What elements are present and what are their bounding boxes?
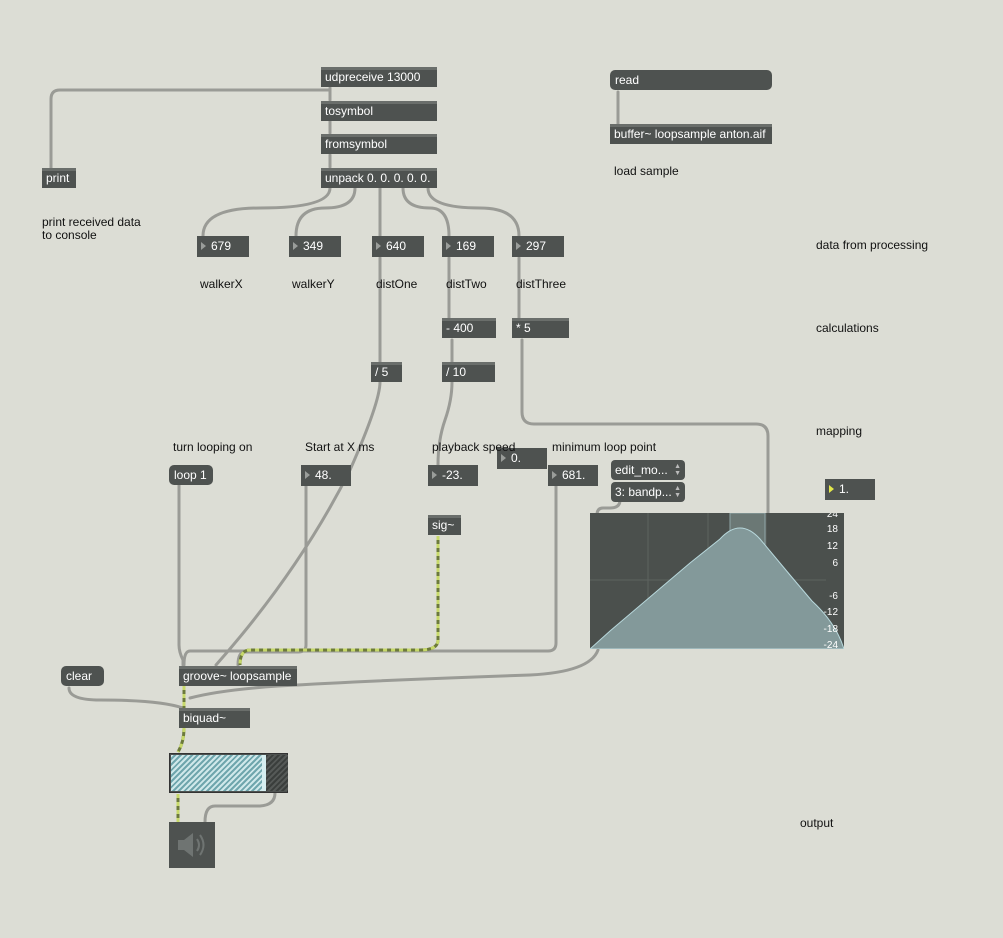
fromsymbol-label: fromsymbol <box>325 137 388 151</box>
tosymbol-label: tosymbol <box>325 104 374 118</box>
edit-mode-menu[interactable]: edit_mo... ▲▼ <box>611 460 685 480</box>
walkerX-comment: walkerX <box>200 277 243 291</box>
db-label: -6 <box>829 591 838 602</box>
zero-number[interactable]: 0. <box>497 448 547 469</box>
gain-slider-fill <box>171 755 262 791</box>
walkerY-value: 349 <box>303 239 324 253</box>
distTwo-comment: distTwo <box>446 277 487 291</box>
load-sample-comment: load sample <box>614 164 679 178</box>
triangle-icon <box>552 471 557 479</box>
distOne-value: 640 <box>386 239 407 253</box>
divide-10-label: / 10 <box>446 365 467 379</box>
unpack-object[interactable]: unpack 0. 0. 0. 0. 0. <box>321 168 437 188</box>
walkerX-value: 679 <box>211 239 232 253</box>
min-loop-value: 681. <box>562 468 586 482</box>
read-message[interactable]: read <box>610 70 772 90</box>
db-label: 24 <box>826 513 838 520</box>
triangle-icon <box>446 242 451 250</box>
db-label: 6 <box>832 558 838 569</box>
calculations-comment: calculations <box>816 321 879 335</box>
min-loop-number[interactable]: 681. <box>548 465 598 486</box>
minus-400-label: - 400 <box>446 321 474 335</box>
start-ms-number[interactable]: 48. <box>301 465 351 486</box>
start-ms-value: 48. <box>315 468 332 482</box>
db-label: 12 <box>826 541 838 552</box>
triangle-icon <box>293 242 298 250</box>
udpreceive-label: udpreceive 13000 <box>325 70 421 84</box>
udpreceive-object[interactable]: udpreceive 13000 <box>321 67 437 87</box>
distThree-value: 297 <box>526 239 547 253</box>
gain-slider[interactable] <box>169 753 288 793</box>
walkerX-number[interactable]: 679 <box>197 236 249 257</box>
distTwo-number[interactable]: 169 <box>442 236 494 257</box>
filter-type-label: 3: bandp... <box>615 485 672 499</box>
filter-type-menu[interactable]: 3: bandp... ▲▼ <box>611 482 685 502</box>
triangle-icon <box>305 471 310 479</box>
buffer-label: buffer~ loopsample anton.aif <box>614 127 766 141</box>
db-label: 18 <box>826 524 838 535</box>
print-note-line-1: print received data <box>42 215 141 229</box>
minus-400-object[interactable]: - 400 <box>442 318 496 338</box>
distOne-number[interactable]: 640 <box>372 236 424 257</box>
groove-label: groove~ loopsample <box>183 669 292 683</box>
buffer-object[interactable]: buffer~ loopsample anton.aif <box>610 124 772 144</box>
start-at-comment: Start at X ms <box>305 440 375 454</box>
gain-value: 1. <box>839 482 850 496</box>
distOne-comment: distOne <box>376 277 418 291</box>
divide-5-object[interactable]: / 5 <box>371 362 402 382</box>
minimum-loop-point-comment: minimum loop point <box>552 440 657 454</box>
divide-10-object[interactable]: / 10 <box>442 362 495 382</box>
triangle-icon <box>432 471 437 479</box>
clear-message[interactable]: clear <box>61 666 104 686</box>
db-label: -12 <box>823 607 838 618</box>
mapping-comment: mapping <box>816 424 863 438</box>
biquad-object[interactable]: biquad~ <box>179 708 250 728</box>
db-label: -18 <box>823 624 838 635</box>
triangle-icon <box>829 485 834 493</box>
distThree-number[interactable]: 297 <box>512 236 564 257</box>
print-label: print <box>46 171 70 185</box>
print-note-line-2: to console <box>42 228 97 242</box>
times-5-label: * 5 <box>516 321 531 335</box>
sig-label: sig~ <box>432 518 455 532</box>
speaker-icon <box>178 833 205 857</box>
triangle-icon <box>376 242 381 250</box>
filter-curve-plot <box>590 513 844 649</box>
triangle-icon <box>201 242 206 250</box>
tosymbol-object[interactable]: tosymbol <box>321 101 437 121</box>
gain-slider-track <box>266 755 288 791</box>
data-from-processing-comment: data from processing <box>816 238 929 252</box>
biquad-label: biquad~ <box>183 711 227 725</box>
unpack-label: unpack 0. 0. 0. 0. 0. <box>325 171 431 185</box>
up-down-arrows-icon: ▲▼ <box>674 463 681 477</box>
distThree-comment: distThree <box>516 277 567 291</box>
playback-speed-comment: playback speed <box>432 440 516 454</box>
playback-speed-number[interactable]: -23. <box>428 465 478 486</box>
times-5-object[interactable]: * 5 <box>512 318 569 338</box>
groove-object[interactable]: groove~ loopsample <box>179 666 297 686</box>
triangle-icon <box>501 454 506 462</box>
triangle-icon <box>516 242 521 250</box>
db-label: -24 <box>823 640 838 649</box>
print-object[interactable]: print <box>42 168 76 188</box>
zero-value: 0. <box>511 451 522 465</box>
output-comment: output <box>800 816 834 830</box>
fromsymbol-object[interactable]: fromsymbol <box>321 134 437 154</box>
walkerY-number[interactable]: 349 <box>289 236 341 257</box>
up-down-arrows-icon: ▲▼ <box>674 485 681 499</box>
gain-slider-knob[interactable] <box>262 755 266 791</box>
divide-5-label: / 5 <box>375 365 389 379</box>
filter-graph[interactable]: 24 18 12 6 -6 -12 -18 -24 <box>590 513 844 649</box>
turn-looping-on-comment: turn looping on <box>173 440 253 454</box>
sig-object[interactable]: sig~ <box>428 515 461 535</box>
ezdac-button[interactable] <box>169 822 215 868</box>
walkerY-comment: walkerY <box>292 277 335 291</box>
loop-1-message[interactable]: loop 1 <box>169 465 213 485</box>
gain-number[interactable]: 1. <box>825 479 875 500</box>
playback-speed-value: -23. <box>442 468 463 482</box>
edit-mode-label: edit_mo... <box>615 463 668 477</box>
distTwo-value: 169 <box>456 239 477 253</box>
